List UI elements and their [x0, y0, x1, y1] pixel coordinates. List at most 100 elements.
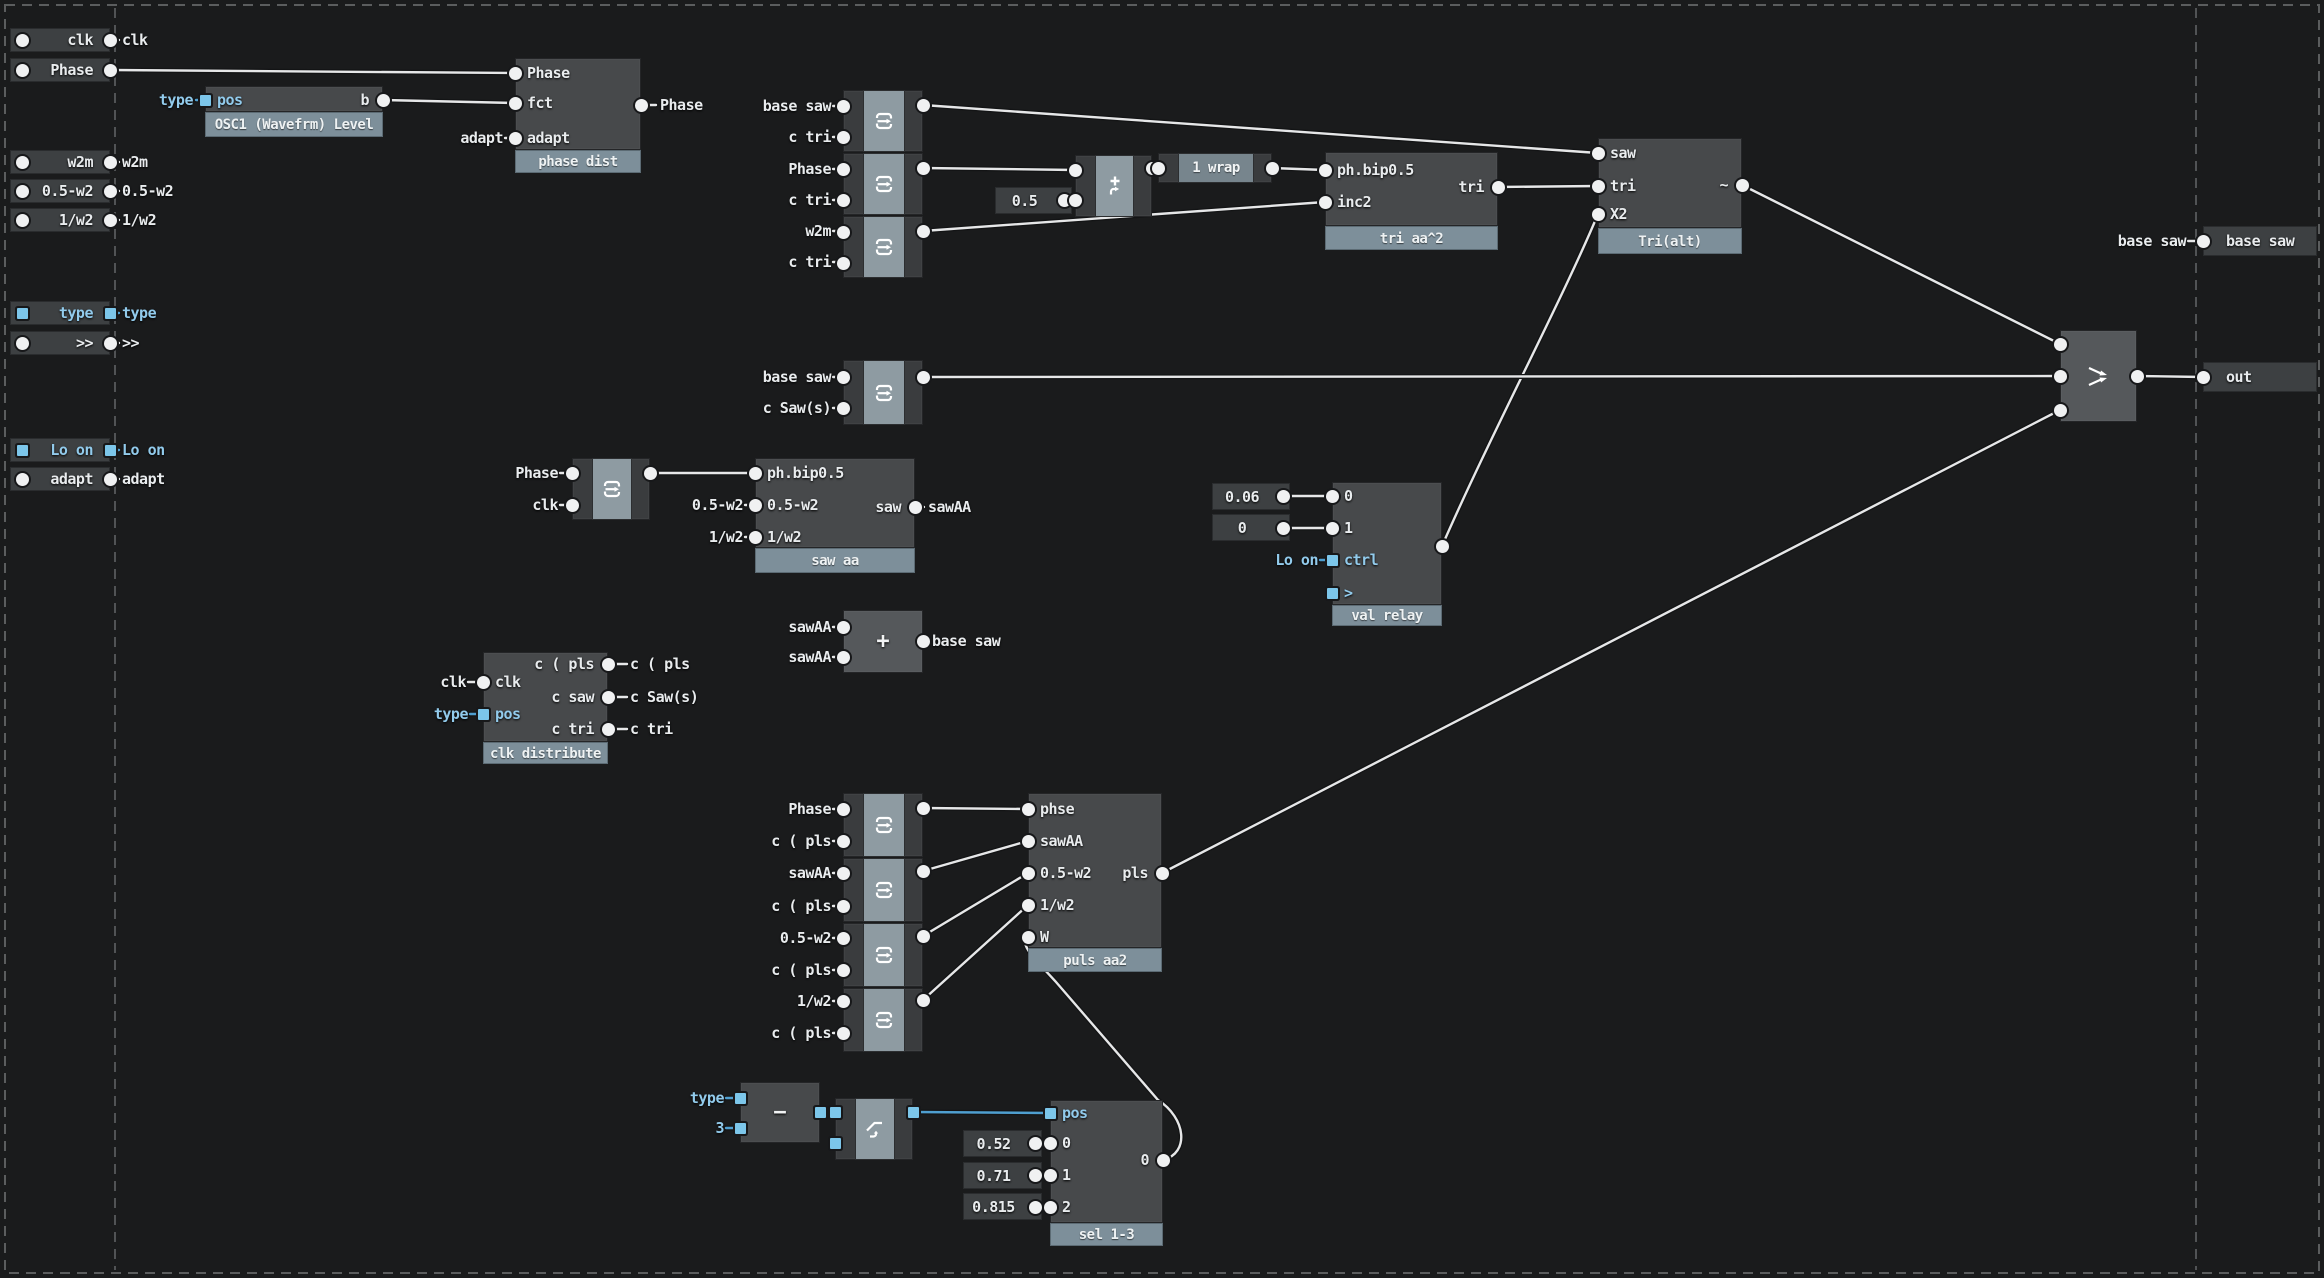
io-out-port[interactable] [2196, 234, 2210, 248]
port-subtract-out[interactable] [814, 1106, 826, 1118]
io-inner-port[interactable] [15, 472, 29, 486]
port-puls-aa2-in-sawaa[interactable] [1021, 834, 1035, 848]
wire-14[interactable] [921, 166, 1077, 172]
io-inner-port[interactable] [15, 63, 29, 77]
port-latch-top-2-in[interactable] [836, 193, 850, 207]
port-latch-low-1-out[interactable] [916, 801, 930, 815]
io-inner-port[interactable] [16, 444, 28, 456]
port-audio-router-in[interactable] [2053, 369, 2067, 383]
port-wrap-1-out[interactable] [1265, 161, 1279, 175]
const-out-port[interactable] [1028, 1136, 1042, 1150]
port-tri-alt-in-tri[interactable] [1591, 179, 1605, 193]
port-tri-alt-out--[interactable] [1735, 178, 1749, 192]
io-edge-port[interactable] [103, 33, 117, 47]
node-subtract[interactable]: − [740, 1082, 820, 1143]
port-latch-sawaa-in[interactable] [565, 498, 579, 512]
port-wrap-1-in[interactable] [1151, 161, 1165, 175]
port-clip-in[interactable] [829, 1137, 841, 1149]
wire-label-type[interactable]: type [122, 304, 157, 322]
port-latch-low-4-out[interactable] [916, 993, 930, 1007]
io-edge-port[interactable] [103, 472, 117, 486]
const-out-port[interactable] [1276, 489, 1290, 503]
port-clk-distribute-out-c-saw[interactable] [601, 690, 615, 704]
wire-label-c-pls[interactable]: c ( pls [630, 655, 690, 673]
wire-label-1-w2[interactable]: 1/w2 [796, 992, 832, 1010]
port-sel-1-3-in-0[interactable] [1043, 1136, 1057, 1150]
phase-in-to-phase-dist[interactable] [108, 68, 517, 75]
wire-label-lo-on[interactable]: Lo on [122, 441, 165, 459]
port-subtract-in[interactable] [734, 1092, 746, 1104]
port-puls-aa2-in-1-w2[interactable] [1021, 898, 1035, 912]
const-out-port[interactable] [1057, 193, 1071, 207]
wire-label-w2m[interactable]: w2m [805, 222, 831, 240]
val-relay-to-x2[interactable] [1440, 212, 1600, 548]
port-latch-mid-in[interactable] [836, 370, 850, 384]
port-add-sawaa-in[interactable] [836, 650, 850, 664]
port-latch-mid-in[interactable] [836, 401, 850, 415]
wire-label-3[interactable]: 3 [715, 1119, 724, 1137]
wire-label-0-5-w2[interactable]: 0.5-w2 [779, 929, 832, 947]
port-latch-top-3-out[interactable] [916, 224, 930, 238]
port-puls-aa2-in-phse[interactable] [1021, 802, 1035, 816]
wire-label-c-pls[interactable]: c ( pls [771, 832, 831, 850]
port-audio-router-out[interactable] [2130, 369, 2144, 383]
port-tri-aa2-in-inc2[interactable] [1318, 195, 1332, 209]
node-wrap-1[interactable]: 1 wrap [1158, 153, 1272, 183]
port-osc1-wavefrm-level-out-b[interactable] [376, 93, 390, 107]
port-latch-top-2-in[interactable] [836, 162, 850, 176]
wire-label-c-tri[interactable]: c tri [788, 253, 831, 271]
node-sel-1-3[interactable]: sel 1-3 [1050, 1100, 1163, 1246]
port-latch-low-1-in[interactable] [836, 834, 850, 848]
io-inner-port[interactable] [16, 307, 28, 319]
port-phase-dist-in-adapt[interactable] [508, 131, 522, 145]
io-inner-port[interactable] [15, 184, 29, 198]
wire-label--[interactable]: >> [122, 334, 140, 352]
port-audio-router-in[interactable] [2053, 337, 2067, 351]
io-edge-port[interactable] [103, 184, 117, 198]
port-saw-aa-out-saw[interactable] [908, 500, 922, 514]
wire-label-clk[interactable]: clk [440, 673, 466, 691]
port-add-sawaa-in[interactable] [836, 620, 850, 634]
io-edge-port[interactable] [104, 444, 116, 456]
node-latch-top-3[interactable] [843, 216, 923, 278]
port-sel-1-3-in-2[interactable] [1043, 1200, 1057, 1214]
port-val-relay-in--[interactable] [1326, 587, 1338, 599]
node-latch-low-4[interactable] [843, 988, 923, 1052]
port-sel-1-3-in-pos[interactable] [1044, 1107, 1056, 1119]
port-add-sawaa-out[interactable] [916, 634, 930, 648]
wire-label-adapt[interactable]: adapt [122, 470, 165, 488]
node-latch-low-2[interactable] [843, 858, 923, 922]
wire-label-sawaa[interactable]: sawAA [788, 864, 831, 882]
port-latch-top-1-in[interactable] [836, 99, 850, 113]
const-out-port[interactable] [1028, 1200, 1042, 1214]
port-val-relay-in-ctrl[interactable] [1326, 554, 1338, 566]
port-saw-aa-in-ph-bip0-5[interactable] [748, 466, 762, 480]
wire-label-clk[interactable]: clk [122, 31, 148, 49]
node-phase-dist[interactable]: phase dist [515, 58, 641, 173]
io-edge-port[interactable] [103, 63, 117, 77]
port-latch-low-3-in[interactable] [836, 931, 850, 945]
port-subtract-in[interactable] [734, 1122, 746, 1134]
port-latch-low-2-out[interactable] [916, 864, 930, 878]
io-inner-port[interactable] [15, 33, 29, 47]
wire-label-c-pls[interactable]: c ( pls [771, 1024, 831, 1042]
const-out-port[interactable] [1276, 521, 1290, 535]
clip-to-sel-pos[interactable] [911, 1110, 1052, 1115]
wire-17[interactable] [1270, 166, 1327, 172]
wire-label-phase[interactable]: Phase [660, 96, 703, 114]
node-clip[interactable] [835, 1098, 913, 1160]
port-val-relay-out[interactable] [1435, 539, 1449, 553]
port-puls-aa2-out-pls[interactable] [1155, 866, 1169, 880]
wire-label-type[interactable]: type [433, 705, 469, 723]
wire-label-1-w2[interactable]: 1/w2 [708, 528, 744, 546]
port-latch-low-1-in[interactable] [836, 802, 850, 816]
port-latch-top-2-out[interactable] [916, 161, 930, 175]
base-saw-to-router[interactable] [921, 374, 2062, 379]
node-osc1-wavefrm-level[interactable]: OSC1 (Wavefrm) Level [205, 86, 383, 137]
io-out-out[interactable]: out [2203, 362, 2317, 392]
port-saw-aa-in-0-5-w2[interactable] [748, 498, 762, 512]
node-latch-low-1[interactable] [843, 793, 923, 857]
node-puls-aa2[interactable]: puls aa2 [1028, 793, 1162, 972]
wire-label-c-pls[interactable]: c ( pls [771, 897, 831, 915]
pls-to-router[interactable] [1160, 408, 2062, 875]
